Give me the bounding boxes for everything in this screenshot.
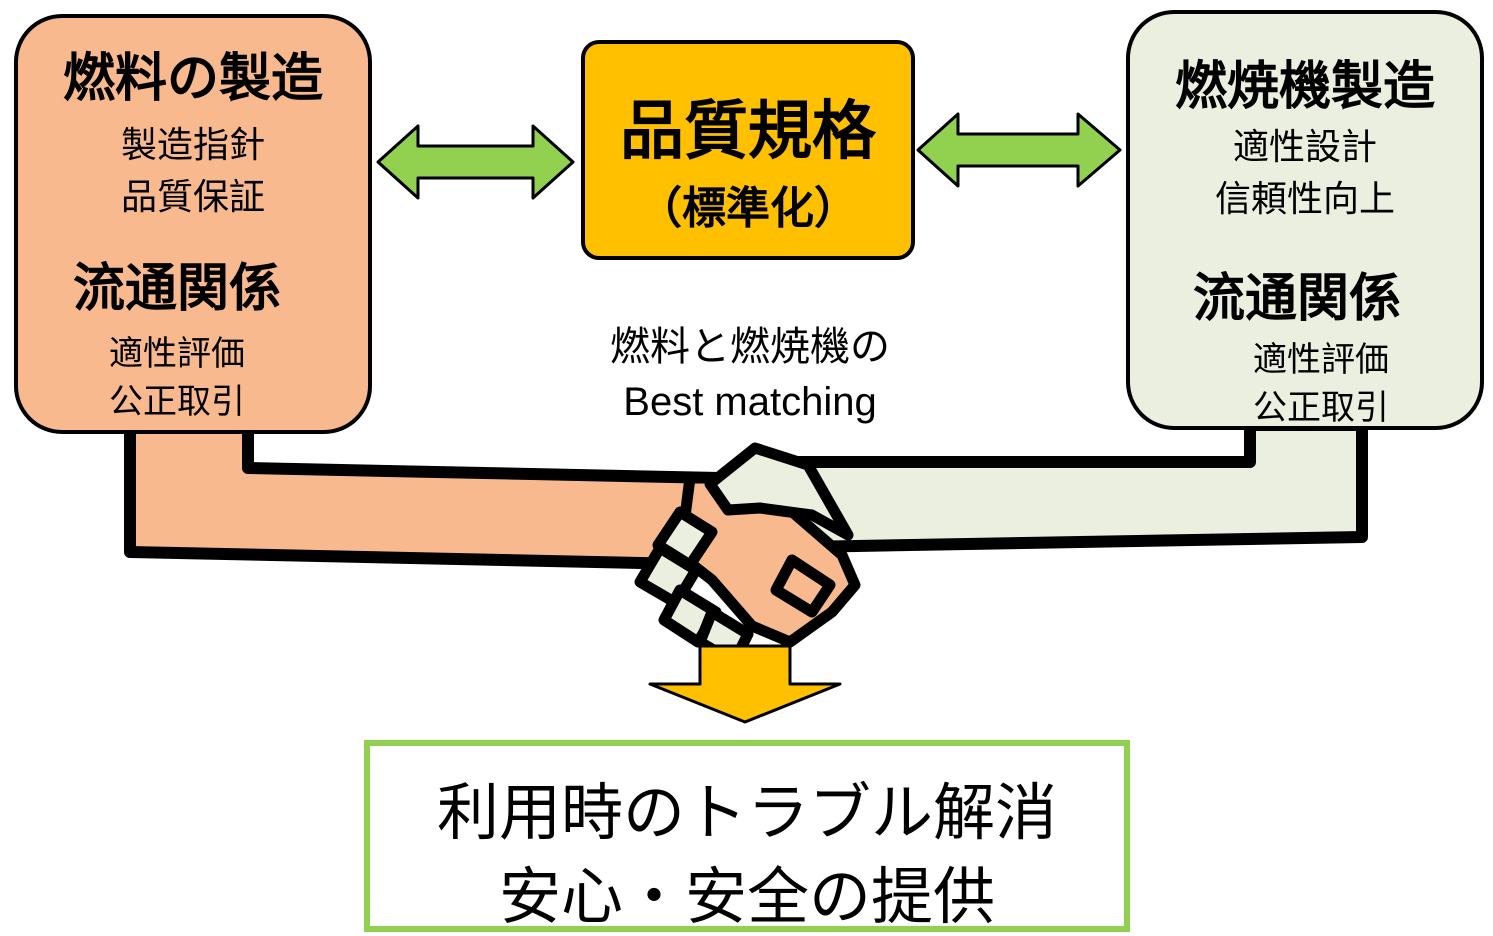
- fuel-manufacturing-heading: 燃料の製造: [62, 49, 323, 109]
- burner-manufacturing-heading: 燃焼機製造: [1174, 57, 1435, 117]
- handshake-icon: [634, 442, 861, 668]
- down-arrow-icon: [648, 644, 842, 724]
- result-line2: 安心・安全の提供: [498, 860, 995, 933]
- result-line1: 利用時のトラブル解消: [436, 776, 1057, 849]
- right-item: 適性設計: [1232, 127, 1377, 168]
- right-item: 公正取引: [1253, 388, 1389, 428]
- quality-standard-title: 品質規格: [620, 95, 876, 169]
- quality-standard-subtitle: （標準化）: [638, 183, 858, 234]
- left-item: 公正取引: [109, 382, 245, 422]
- double-arrow-icon: [916, 112, 1122, 188]
- burner-manufacturing-box: 燃焼機製造 適性設計 信頼性向上 流通関係 適性評価 公正取引: [1126, 10, 1484, 430]
- right-item: 適性評価: [1253, 340, 1389, 380]
- left-distribution-heading: 流通関係: [72, 259, 281, 319]
- quality-standard-box: 品質規格 （標準化）: [581, 40, 915, 260]
- fuel-manufacturing-box: 燃料の製造 製造指針 品質保証 流通関係 適性評価 公正取引: [14, 14, 372, 434]
- double-arrow-icon: [376, 124, 575, 200]
- left-arm: [124, 419, 726, 570]
- right-distribution-heading: 流通関係: [1192, 269, 1401, 329]
- left-item: 品質保証: [120, 177, 265, 218]
- result-box: 利用時のトラブル解消 安心・安全の提供: [364, 740, 1130, 933]
- left-item: 適性評価: [109, 334, 245, 374]
- matching-label-line1: 燃料と燃焼機の: [610, 324, 890, 370]
- matching-label-line2: Best matching: [623, 380, 877, 424]
- right-item: 信頼性向上: [1214, 179, 1395, 220]
- left-item: 製造指針: [120, 125, 265, 166]
